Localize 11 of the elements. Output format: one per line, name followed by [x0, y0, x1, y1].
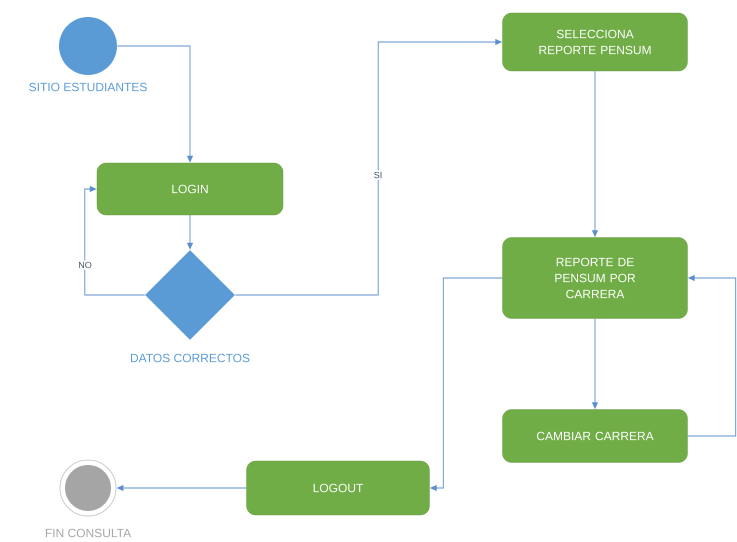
- node-label: DATOS CORRECTOS: [130, 354, 250, 362]
- process-box: REPORTE DE PENSUM POR CARRERA: [502, 237, 688, 319]
- node-label: FIN CONSULTA: [46, 528, 132, 538]
- process-box: CAMBIAR CARRERA: [502, 409, 688, 463]
- process-box: LOGOUT: [246, 460, 430, 516]
- process-box: SELECCIONA REPORTE PENSUM: [502, 12, 688, 72]
- process-box: LOGIN: [96, 162, 284, 216]
- arrow: [84, 186, 146, 296]
- node-label: SITIO ESTUDIANTES: [29, 82, 147, 92]
- edge-label: SI: [372, 170, 384, 180]
- edge-label: NO: [76, 260, 94, 270]
